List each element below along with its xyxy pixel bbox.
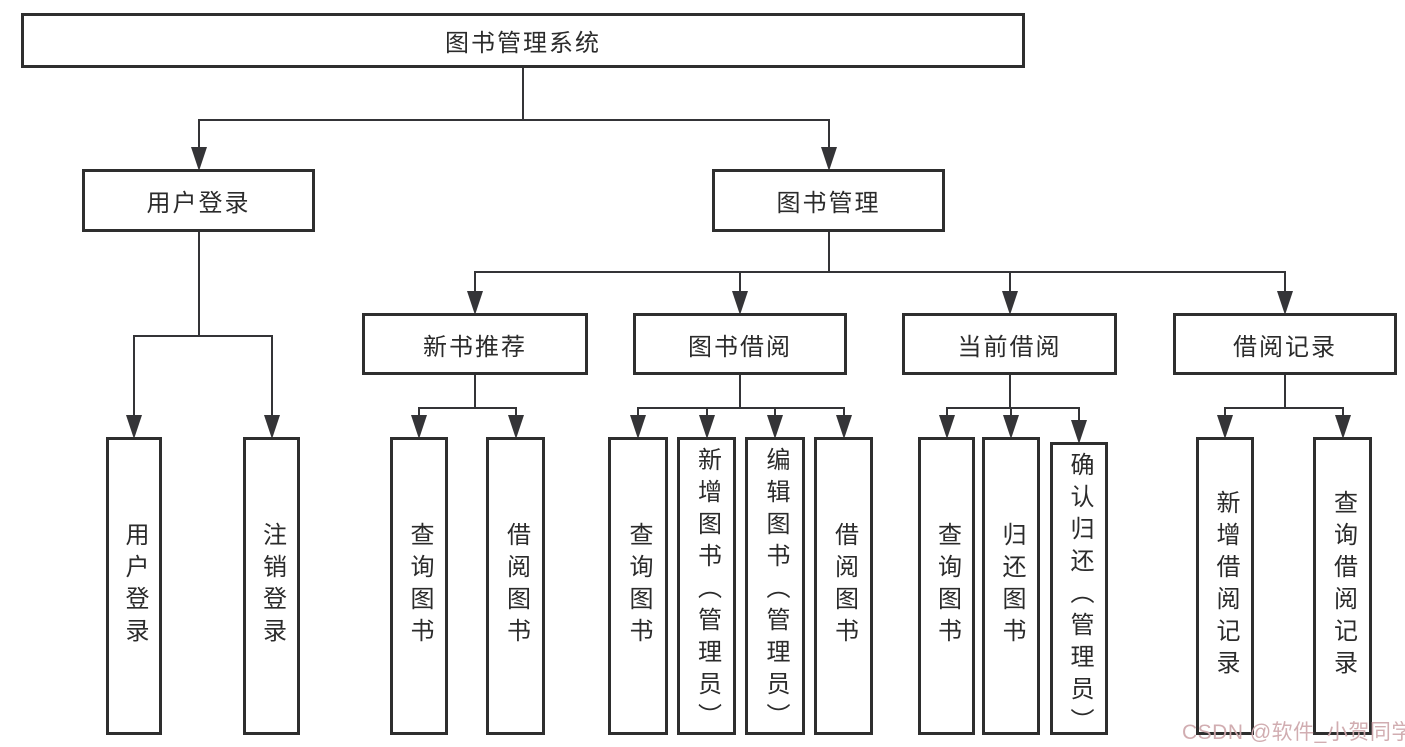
arrow-down-icon-bb-add: [699, 415, 715, 439]
node-leaf-logout: 注销登录: [243, 437, 300, 735]
arrow-down-icon-new-book: [467, 291, 483, 315]
arrow-down-icon-nb-borrow: [508, 415, 524, 439]
node-label-new-book: 新书推荐: [423, 333, 527, 361]
connector-drop-leaf-logout: [271, 335, 273, 417]
node-label-br-query: 查询借阅记录: [1329, 490, 1357, 682]
node-user-login: 用户登录: [82, 169, 315, 232]
connector-bar-book-mgmt: [474, 271, 1286, 273]
node-br-add: 新增借阅记录: [1196, 437, 1254, 735]
connector-drop-user-login: [198, 119, 200, 149]
connector-drop-nb-query: [418, 407, 420, 417]
node-br-query: 查询借阅记录: [1313, 437, 1372, 735]
node-borrow-record: 借阅记录: [1173, 313, 1397, 375]
node-label-user-login: 用户登录: [146, 190, 251, 217]
connector-drop-nb-borrow: [515, 407, 517, 417]
node-label-root: 图书管理系统: [445, 30, 601, 57]
connector-trunk-new-book: [474, 375, 476, 409]
connector-bar-new-book: [418, 407, 517, 409]
connector-drop-cb-return: [1010, 407, 1012, 417]
arrow-down-icon-cb-confirm: [1071, 420, 1087, 444]
arrow-down-icon-bb-borrow: [836, 415, 852, 439]
connector-drop-book-mgmt: [828, 119, 830, 149]
node-label-current-borrow: 当前借阅: [957, 333, 1062, 361]
node-new-book: 新书推荐: [362, 313, 588, 375]
connector-bar-book-borrow: [637, 407, 845, 409]
node-current-borrow: 当前借阅: [902, 313, 1117, 375]
node-label-bb-add: 新增图书（管理员）: [693, 447, 721, 735]
connector-trunk-user-login: [198, 232, 200, 337]
node-bb-query: 查询图书: [608, 437, 668, 735]
node-label-bb-query: 查询图书: [625, 522, 652, 650]
node-book-borrow: 图书借阅: [633, 313, 847, 375]
node-nb-borrow: 借阅图书: [486, 437, 545, 735]
node-label-nb-borrow: 借阅图书: [502, 522, 530, 650]
connector-trunk-book-borrow: [739, 375, 741, 409]
node-label-br-add: 新增借阅记录: [1212, 490, 1239, 682]
node-label-leaf-logout: 注销登录: [258, 522, 286, 650]
node-label-bb-borrow: 借阅图书: [830, 522, 858, 650]
connector-drop-new-book: [474, 271, 476, 293]
arrow-down-icon-borrow-record: [1277, 291, 1293, 315]
arrow-down-icon-nb-query: [411, 415, 427, 439]
arrow-down-icon-cb-return: [1003, 415, 1019, 439]
node-label-book-mgmt: 图书管理: [776, 190, 881, 217]
node-book-mgmt: 图书管理: [712, 169, 945, 232]
connector-drop-borrow-record: [1284, 271, 1286, 293]
connector-drop-current-borrow: [1009, 271, 1011, 293]
connector-trunk-book-mgmt: [828, 232, 830, 273]
connector-drop-cb-query: [946, 407, 948, 417]
arrow-down-icon-leaf-user-login: [126, 415, 142, 439]
connector-bar-borrow-record: [1224, 407, 1344, 409]
node-label-bb-edit: 编辑图书（管理员）: [762, 447, 789, 735]
node-label-book-borrow: 图书借阅: [688, 333, 792, 361]
arrow-down-icon-book-mgmt: [821, 147, 837, 171]
connector-trunk-borrow-record: [1284, 375, 1286, 409]
arrow-down-icon-leaf-logout: [264, 415, 280, 439]
arrow-down-icon-br-add: [1217, 415, 1233, 439]
node-label-cb-query: 查询图书: [933, 522, 961, 650]
node-bb-edit: 编辑图书（管理员）: [745, 437, 805, 735]
arrow-down-icon-br-query: [1335, 415, 1351, 439]
node-bb-add: 新增图书（管理员）: [677, 437, 736, 735]
connector-drop-leaf-user-login: [133, 335, 135, 417]
connector-trunk-root: [522, 68, 524, 121]
node-cb-confirm: 确认归还（管理员）: [1050, 442, 1108, 740]
node-root: 图书管理系统: [21, 13, 1025, 68]
arrow-down-icon-current-borrow: [1002, 291, 1018, 315]
connector-bar-root: [198, 119, 830, 121]
connector-bar-current-borrow: [946, 407, 1080, 409]
connector-drop-br-add: [1224, 407, 1226, 417]
connector-drop-bb-edit: [774, 407, 776, 417]
arrow-down-icon-bb-edit: [767, 415, 783, 439]
node-cb-return: 归还图书: [982, 437, 1040, 735]
node-label-cb-return: 归还图书: [998, 522, 1025, 650]
node-label-cb-confirm: 确认归还（管理员）: [1066, 452, 1093, 740]
arrow-down-icon-user-login: [191, 147, 207, 171]
csdn-watermark: CSDN @软件_小贺同学: [1182, 721, 1405, 744]
node-label-leaf-user-login: 用户登录: [121, 522, 148, 650]
node-cb-query: 查询图书: [918, 437, 975, 735]
connector-drop-bb-add: [706, 407, 708, 417]
node-bb-borrow: 借阅图书: [814, 437, 873, 735]
connector-drop-book-borrow: [739, 271, 741, 293]
connector-drop-bb-query: [637, 407, 639, 417]
node-nb-query: 查询图书: [390, 437, 448, 735]
connector-drop-cb-confirm: [1078, 407, 1080, 422]
connector-drop-bb-borrow: [843, 407, 845, 417]
node-label-borrow-record: 借阅记录: [1233, 333, 1337, 361]
node-leaf-user-login: 用户登录: [106, 437, 162, 735]
arrow-down-icon-bb-query: [630, 415, 646, 439]
connector-drop-br-query: [1342, 407, 1344, 417]
arrow-down-icon-cb-query: [939, 415, 955, 439]
connector-trunk-current-borrow: [1009, 375, 1011, 409]
node-label-nb-query: 查询图书: [406, 522, 433, 650]
connector-bar-user-login: [133, 335, 273, 337]
arrow-down-icon-book-borrow: [732, 291, 748, 315]
